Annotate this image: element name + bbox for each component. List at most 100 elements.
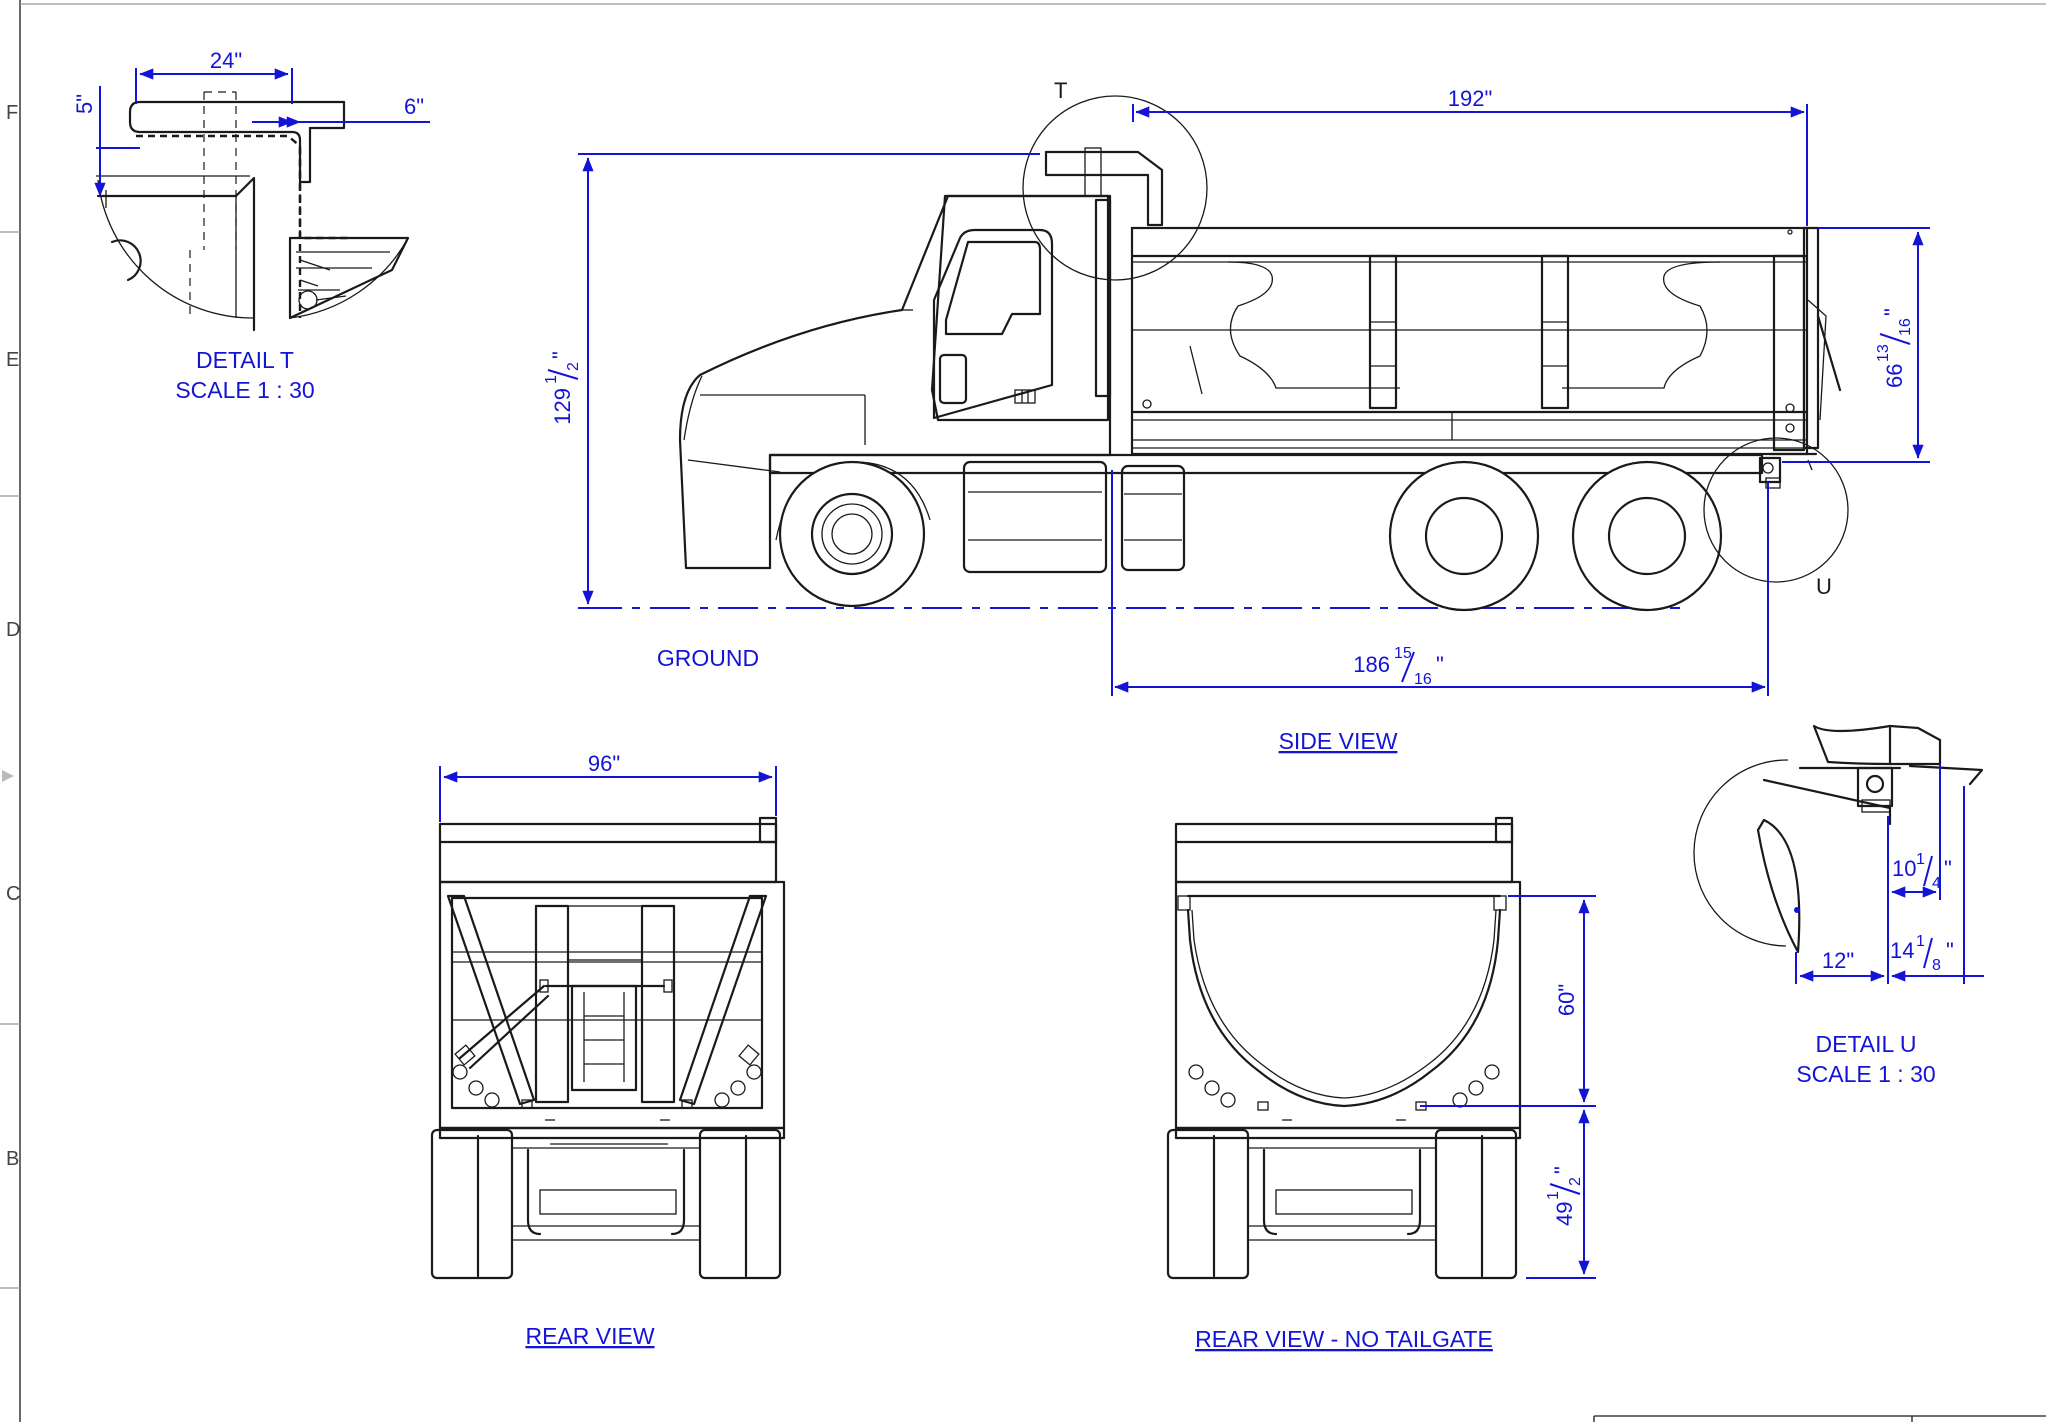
svg-text:14: 14 [1890,938,1914,963]
dim-192: 192" [1448,86,1493,111]
zone-label-c: C [6,883,20,905]
svg-text:129: 129 [550,388,575,425]
zone-label-e: E [6,349,19,371]
rear-wheel-2 [1571,460,1723,612]
svg-text:1: 1 [543,375,560,384]
rear-view-truck [430,816,786,1280]
svg-text:2: 2 [1567,1177,1584,1186]
svg-text:2: 2 [565,362,582,371]
nt-bumper [1174,1126,1522,1140]
svg-text:66: 66 [1882,364,1907,388]
detail-u-title: DETAIL U [1816,1031,1917,1057]
rear-view-dimensions: 96" [439,751,777,822]
zone-label-b: B [6,1148,19,1170]
dim-5: 5" [72,94,97,114]
detail-u-dimensions: 10 1 4 " 12" 14 1 8 " [1795,764,1984,984]
svg-text:": " [1436,652,1444,677]
dim-60: 60" [1554,984,1579,1016]
ground-label: GROUND [657,645,759,671]
battery-box [1120,464,1186,572]
rear-wheel-1 [1388,460,1540,612]
tailgate-latch [1816,314,1842,392]
svg-text:1: 1 [1545,1191,1562,1200]
zone-labels: F E D C B [6,102,20,1170]
dim-10-1-4: 10 1 4 " [1892,851,1952,892]
dim-14-1-8: 14 1 8 " [1890,933,1954,974]
rear-top-rail [438,822,778,884]
svg-text:10: 10 [1892,856,1916,881]
nt-tire-right [1434,1128,1518,1280]
detail-t-marker: T [1054,78,1067,103]
rear-view-no-tailgate-truck [1166,816,1522,1280]
nt-top-rail [1174,822,1514,884]
dim-66-13-16: 66 13 16 " [1875,308,1914,388]
dim-96: 96" [588,751,620,776]
rear-tire-right [698,1128,782,1280]
detail-t-cab-profile [128,100,346,184]
rear-view-title: REAR VIEW [525,1323,654,1349]
dim-129-1-2: 129 1 2 " [543,351,582,425]
svg-text:5": 5" [72,94,97,114]
svg-text:16: 16 [1897,318,1914,336]
svg-text:1: 1 [1916,851,1925,868]
svg-text:": " [1946,938,1954,963]
svg-text:13: 13 [1875,344,1892,362]
dim-49-1-2: 49 1 2 " [1545,1166,1584,1226]
rear-tire-left [430,1128,514,1280]
svg-text:4: 4 [1932,875,1941,892]
detail-u-circle [1703,437,1849,583]
side-view-truck [582,147,1842,612]
dim-186-15-16: 186 15 16 " [1353,645,1444,688]
nt-tire-left [1166,1128,1250,1280]
rear-view-no-tailgate-title: REAR VIEW - NO TAILGATE [1195,1326,1493,1352]
detail-u-view [1693,724,1984,954]
body-side-panel-right [1562,261,1721,389]
door [932,228,1054,420]
detail-t-view [96,91,410,332]
front-wheel [778,460,926,608]
zone-label-d: D [6,619,20,641]
body-side-panel-left [1227,261,1400,389]
exhaust-stack [1044,150,1164,227]
detail-u-scale: SCALE 1 : 30 [1796,1061,1935,1087]
svg-text:": " [1944,856,1952,881]
dim-24: 24" [210,48,242,73]
detail-t-dimensions: 24" 5" 6" [72,48,430,197]
detail-callouts: T U [1022,78,1849,599]
body-post-2 [1540,254,1570,410]
detail-u-lip [1908,764,1984,786]
zone-label-f: F [6,102,18,124]
svg-text:8: 8 [1932,957,1941,974]
cab-body [678,194,1112,570]
detail-t-title: DETAIL T [196,347,294,373]
detail-u-border [1693,759,1789,947]
body-post-1 [1368,254,1398,410]
nt-body [1174,880,1522,1130]
center-mark-icon [2,770,14,782]
rear-bumper [438,1126,786,1140]
svg-text:": " [548,351,573,359]
detail-u-body-corner [1812,724,1942,766]
step-window [938,353,968,405]
dim-12: 12" [1822,948,1854,973]
detail-u-hinge [1856,766,1894,808]
door-handle [1014,389,1036,404]
svg-text:15: 15 [1394,645,1412,662]
dump-body [1130,226,1809,456]
svg-text:": " [1550,1166,1575,1174]
side-view-dimensions: 192" 186 15 16 " 129 1 2 " 66 13 [543,86,1930,696]
detail-t-border [97,179,255,319]
detail-u-tailgate [1756,818,1801,954]
svg-text:1: 1 [1916,933,1925,950]
hinge-block [1758,456,1782,484]
detail-t-wheel-arc [110,239,142,282]
svg-text:": " [1880,308,1905,316]
cab-window [944,240,1042,336]
detail-t-circle [1022,95,1208,281]
cab-back-panel [1094,198,1112,398]
svg-text:60": 60" [1554,984,1579,1016]
svg-text:186: 186 [1353,652,1390,677]
nt-body-section [1186,908,1502,1108]
